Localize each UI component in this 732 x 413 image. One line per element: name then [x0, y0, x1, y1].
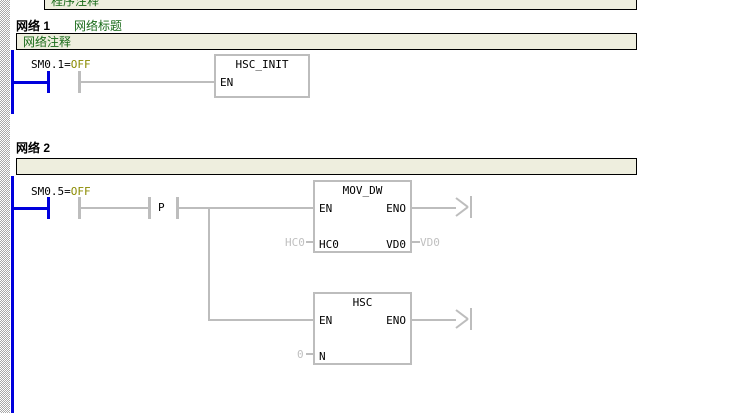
network-2-prefix: 网络 [16, 141, 41, 155]
block-mov-dw-pin-en: EN [319, 202, 333, 215]
connector-arrow-lower-hsc [455, 318, 469, 329]
contact-sm05-address: SM0.5 [31, 185, 65, 198]
block-hsc-pin-n: N [319, 350, 326, 363]
contact-sm05-equals: = [64, 185, 71, 198]
wire-operand-n-hsc [306, 353, 314, 355]
block-hsc-init[interactable]: HSC_INIT EN [214, 54, 310, 98]
contact-sm05-state: OFF [70, 185, 91, 198]
block-mov-dw-pin-in: HC0 [319, 238, 339, 251]
block-hsc-init-pin-en: EN [220, 76, 234, 89]
block-hsc-name: HSC [352, 296, 373, 309]
block-hsc-pin-en: EN [319, 314, 333, 327]
block-mov-dw[interactable]: MOV_DW EN ENO HC0 VD0 [313, 180, 412, 253]
network-2-power-rail [11, 176, 14, 413]
contact-sm01-label: SM0.1=OFF [31, 58, 91, 71]
contact-sm01-left-bar[interactable] [47, 71, 50, 93]
block-mov-dw-name: MOV_DW [342, 184, 383, 197]
network-1-prefix: 网络 [16, 19, 41, 33]
connector-bar [470, 196, 472, 218]
block-mov-dw-pin-eno: ENO [386, 202, 406, 215]
wire-hsc-eno-out [411, 319, 456, 321]
contact-sm05-right-bar[interactable] [78, 197, 81, 219]
connector-bar-hsc [470, 308, 472, 330]
contact-sm01-address: SM0.1 [31, 58, 65, 71]
block-hsc-init-name: HSC_INIT [235, 58, 289, 71]
network-1-label: 网络 1 [16, 17, 50, 34]
open-connector-mov-dw[interactable] [455, 196, 472, 218]
contact-sm05-label: SM0.5=OFF [31, 185, 91, 198]
network-1-wire-to-block [80, 81, 215, 83]
network-2-label: 网络 2 [16, 139, 50, 156]
program-comment-bar[interactable]: 程序注释 [44, 0, 637, 10]
wire-transition-to-branch [178, 207, 314, 209]
network-1-rung-line [11, 81, 49, 84]
network-2-comment-bar[interactable] [16, 158, 637, 175]
network-1-title[interactable]: 网络标题 [74, 19, 123, 33]
contact-sm01-equals: = [64, 58, 71, 71]
left-margin-strip [0, 0, 10, 413]
network-1-number: 1 [43, 19, 51, 33]
open-connector-hsc[interactable] [455, 308, 472, 330]
contact-sm01-state: OFF [70, 58, 91, 71]
contact-sm05-left-bar[interactable] [47, 197, 50, 219]
block-mov-dw-operand-in[interactable]: HC0 [285, 236, 305, 249]
wire-mov-eno-out [411, 207, 456, 209]
transition-p-label: P [158, 201, 165, 214]
wire-operand-out-mov [411, 241, 420, 243]
block-mov-dw-operand-out[interactable]: VD0 [420, 236, 440, 249]
block-hsc-operand-n[interactable]: 0 [297, 348, 304, 361]
network-2-number: 2 [43, 141, 51, 155]
block-hsc-pin-eno: ENO [386, 314, 406, 327]
transition-p-right-bar[interactable] [176, 197, 179, 219]
network-1-comment-bar[interactable]: 网络注释 [16, 33, 637, 50]
wire-contact-to-transition [80, 207, 150, 209]
wire-branch-to-hsc [208, 319, 314, 321]
block-hsc[interactable]: HSC EN ENO N [313, 292, 412, 365]
network-2-rung-line [11, 207, 49, 210]
block-mov-dw-pin-out: VD0 [386, 238, 406, 251]
wire-operand-in-mov [306, 241, 314, 243]
contact-sm01-right-bar[interactable] [78, 71, 81, 93]
transition-p-left-bar[interactable] [148, 197, 151, 219]
branch-vertical-wire [208, 207, 210, 321]
connector-arrow-lower [455, 206, 469, 217]
